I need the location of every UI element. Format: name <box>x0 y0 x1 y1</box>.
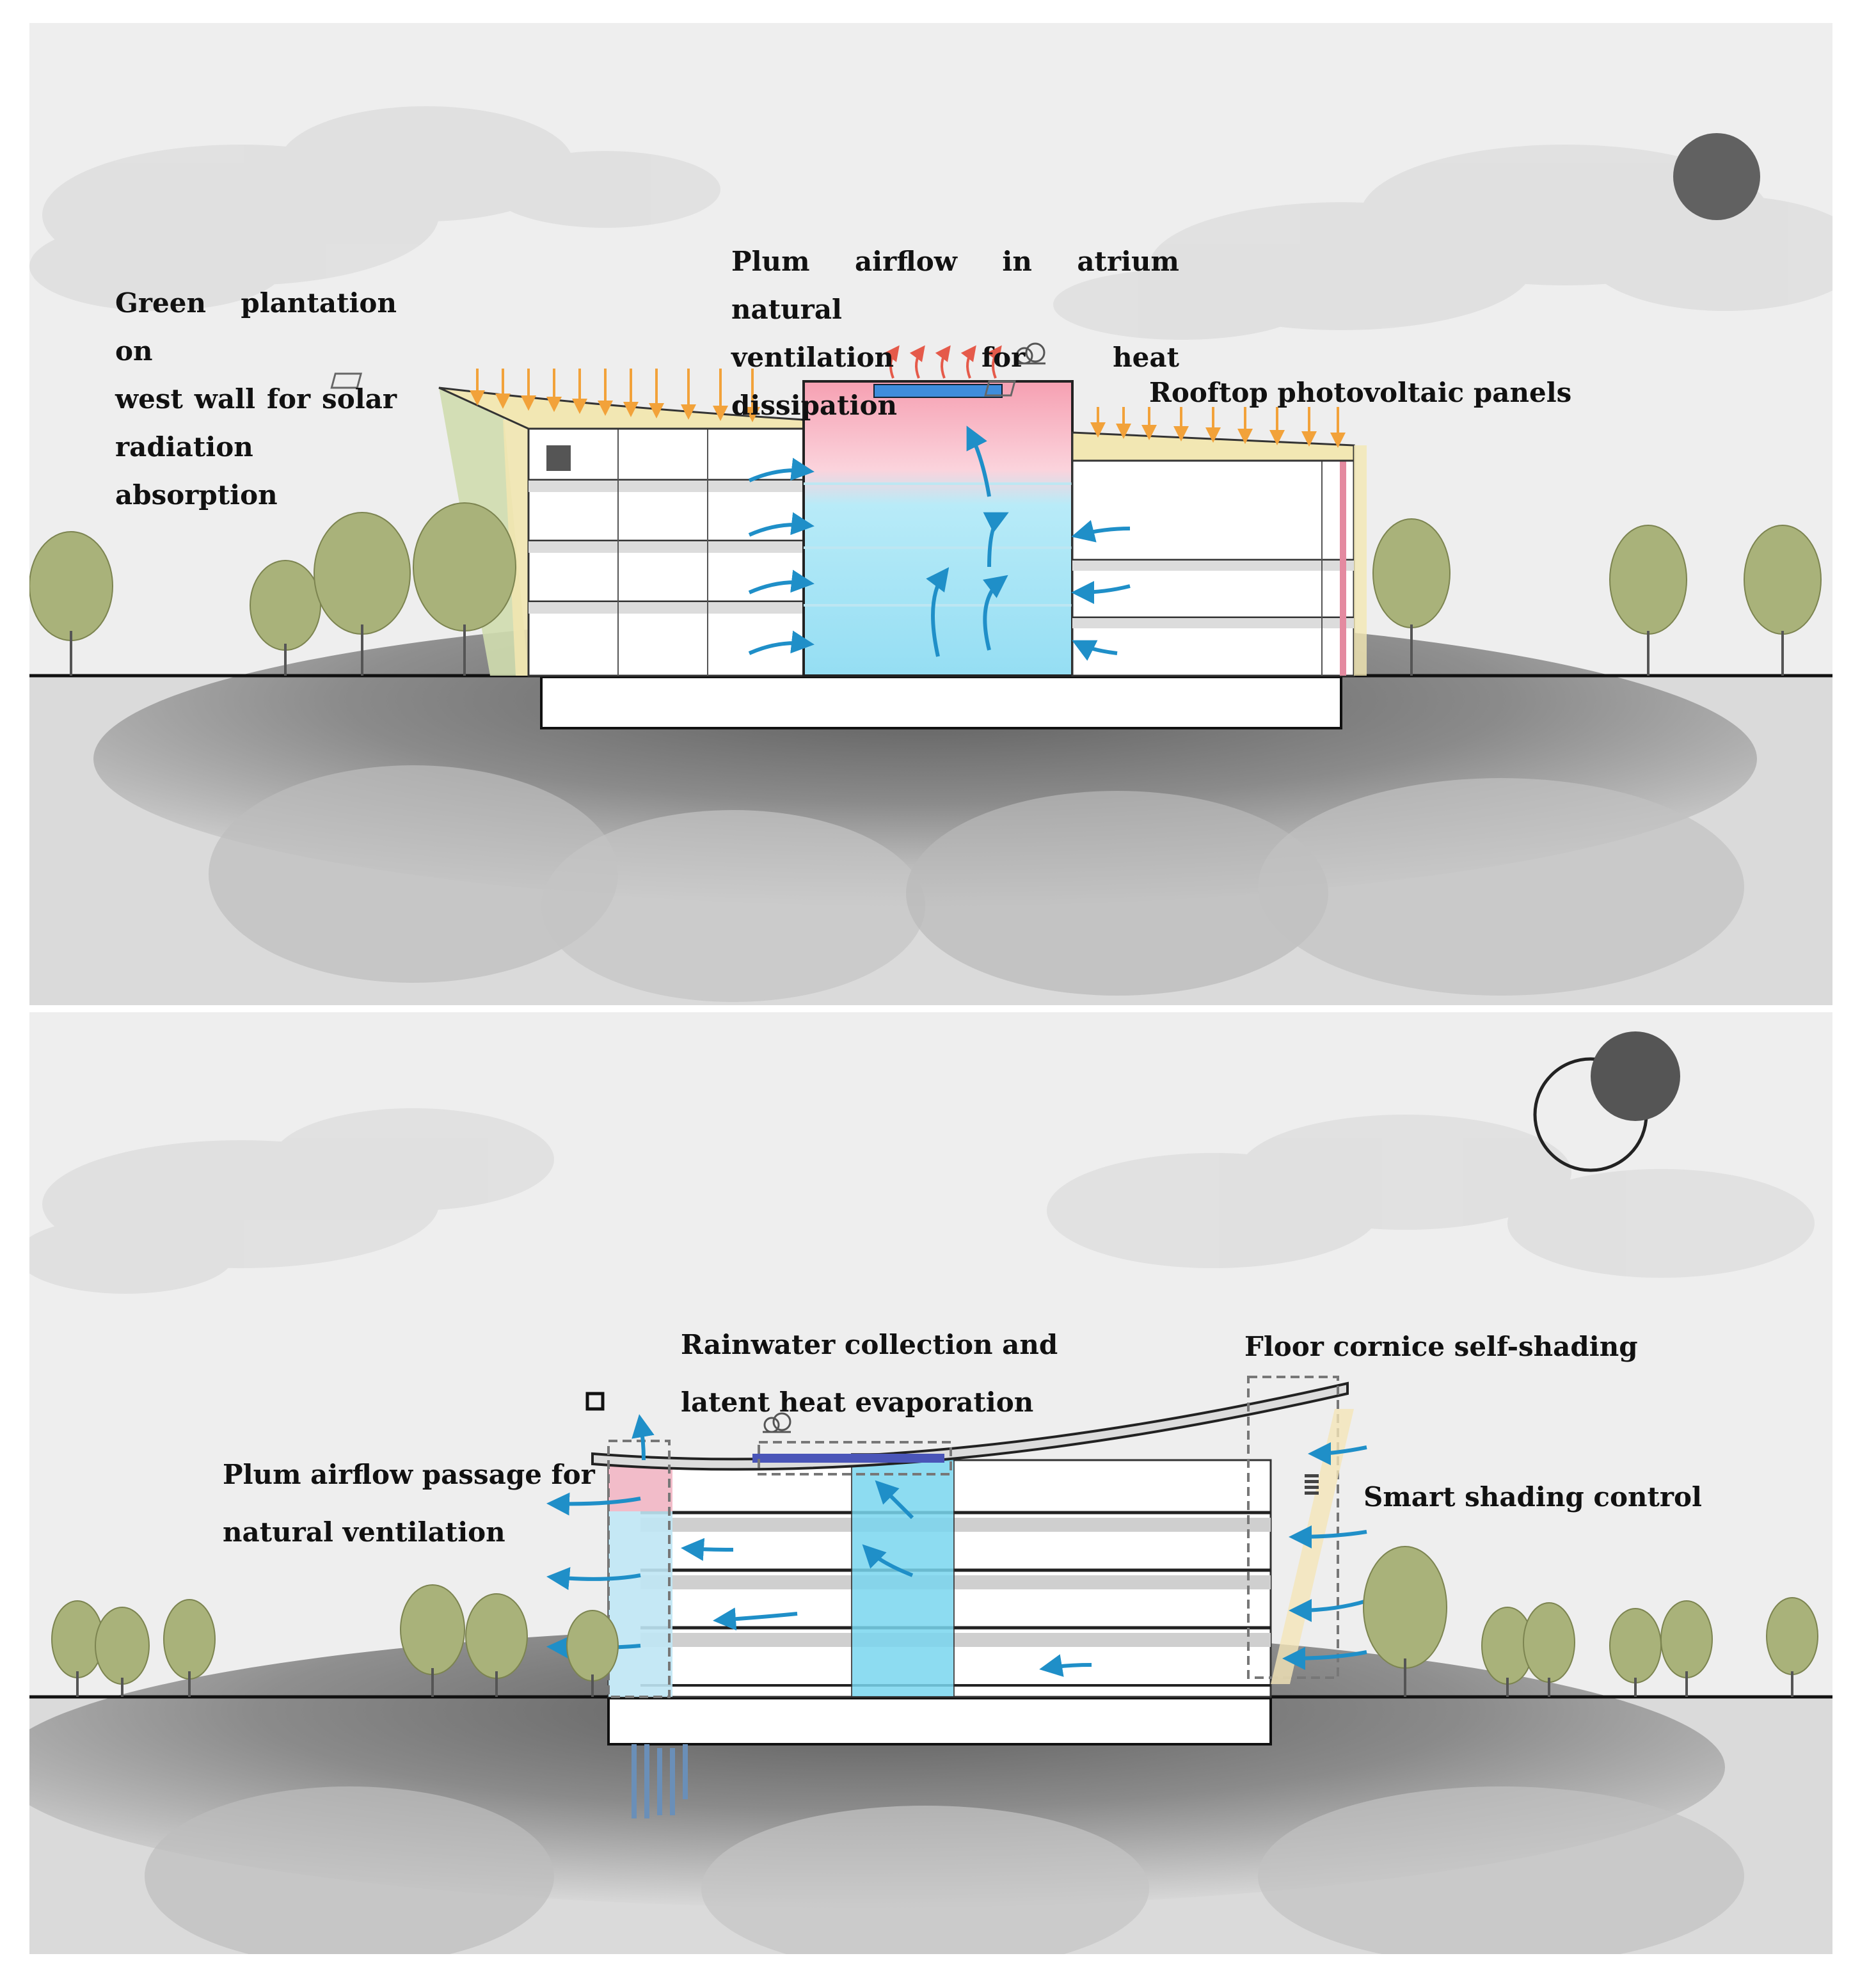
louver-icon <box>1305 1474 1319 1495</box>
cornice-callout-box <box>1247 1376 1339 1679</box>
passage-callout-box <box>607 1440 671 1698</box>
sun-icon <box>1673 133 1760 220</box>
west-wall-label: Green plantation on west wall for solar … <box>115 287 397 511</box>
photovoltaic-label: Rooftop photovoltaic panels <box>1149 377 1572 408</box>
atrium-label: Plum airflow in atrium natural ventilati… <box>731 246 1179 421</box>
daytime-section-drawing <box>29 106 1832 1005</box>
ventilation-passage-label: Plum airflow passage for natural ventila… <box>223 1459 595 1548</box>
airflow-arrows <box>748 425 1131 661</box>
basement <box>540 676 1342 729</box>
cloud-icon <box>1015 342 1045 365</box>
trees <box>51 1546 1818 1697</box>
airflow-arrows <box>546 1414 1367 1677</box>
vent-icon <box>585 1392 605 1411</box>
basement <box>607 1697 1272 1745</box>
cloud-icon <box>763 1412 791 1433</box>
geothermal-pipes <box>632 1744 688 1818</box>
solar-panel-icon <box>330 372 1016 397</box>
sky-clouds <box>29 1108 1815 1294</box>
night-section-drawing <box>29 1031 1832 1954</box>
atrium-shaft <box>851 1453 955 1698</box>
cornice-label: Floor cornice self-shading <box>1244 1331 1638 1362</box>
right-wing <box>1071 457 1355 677</box>
night-section-panel: Rainwater collection and latent heat eva… <box>29 1012 1832 1954</box>
daytime-section-panel: Green plantation on west wall for solar … <box>29 23 1832 1005</box>
rainwater-label: Rainwater collection and latent heat eva… <box>681 1329 1058 1418</box>
heat-exhaust-arrows <box>884 345 1002 379</box>
sky-clouds <box>29 106 1832 340</box>
solar-radiation-arrows <box>470 369 1346 448</box>
left-wing <box>527 425 805 677</box>
atrium <box>802 380 1074 677</box>
smart-shading-label: Smart shading control <box>1363 1481 1702 1513</box>
trees <box>29 502 1822 676</box>
rainwater-tank <box>752 1454 944 1463</box>
moon-icon <box>1533 1031 1680 1172</box>
